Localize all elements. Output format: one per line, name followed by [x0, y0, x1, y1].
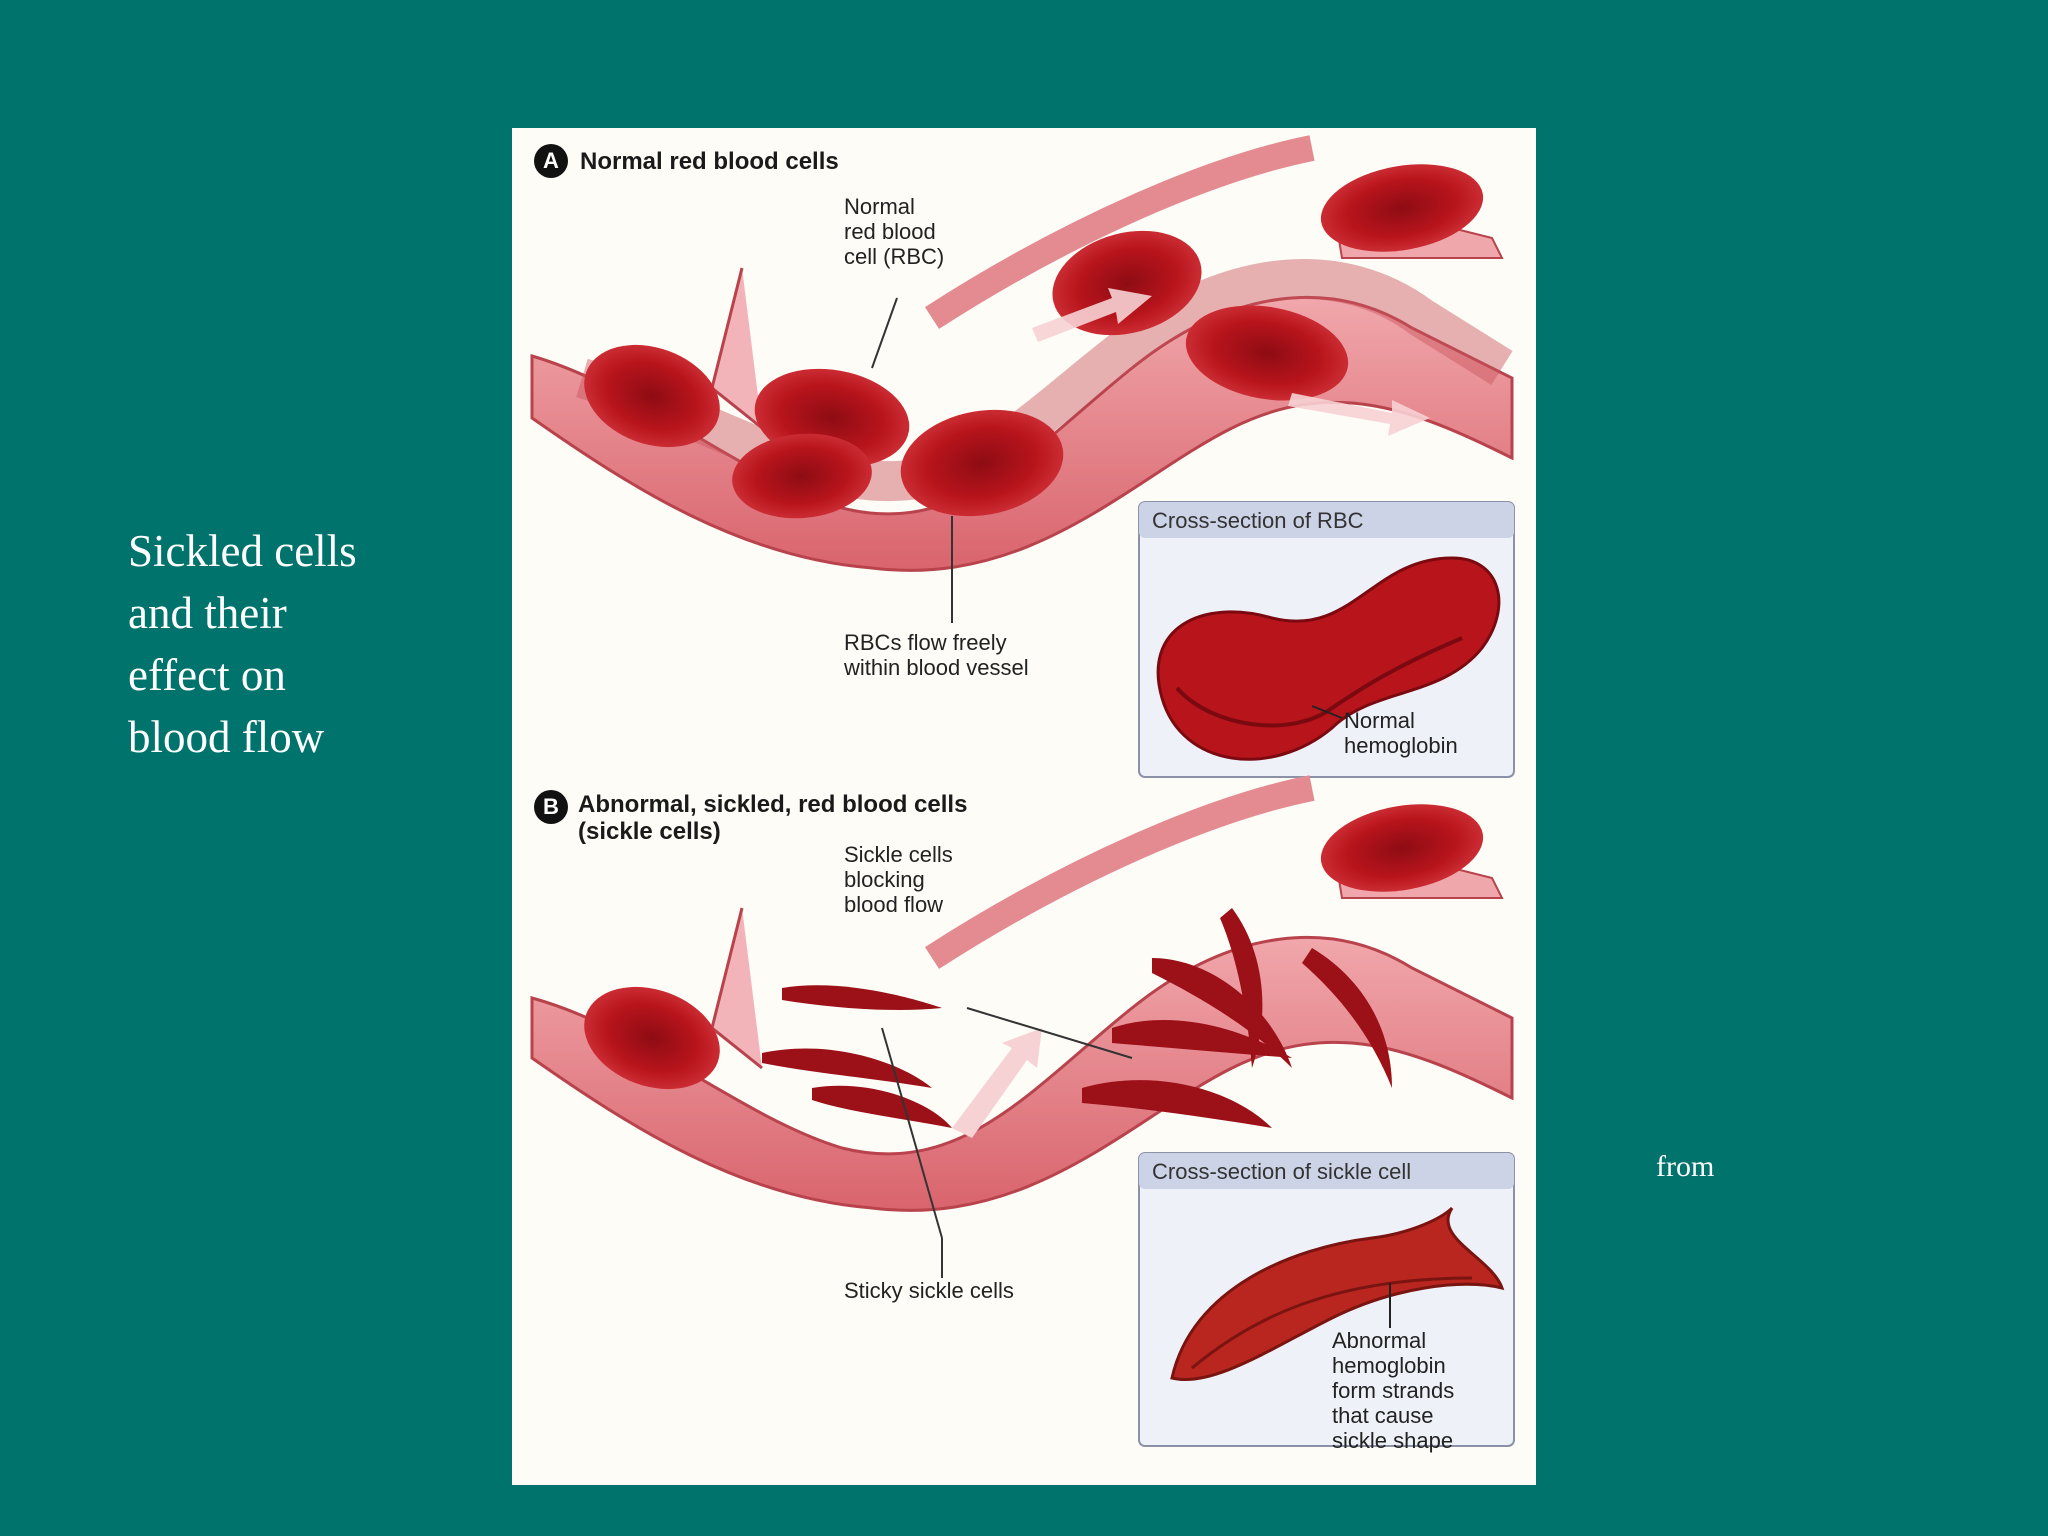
label-line: sickle shape: [1332, 1428, 1454, 1453]
flow-arrow: [1032, 288, 1152, 342]
leader-line: [881, 1027, 943, 1239]
label-line: RBCs flow freely: [844, 630, 1007, 655]
heading-line: Abnormal, sickled, red blood cells: [578, 791, 968, 818]
sickle-cell: [1082, 1080, 1272, 1128]
rbc-label: Normal red blood cell (RBC): [844, 194, 944, 269]
label-line: red blood: [844, 219, 936, 244]
sticky-sickle-label: Sticky sickle cells: [844, 1278, 1014, 1303]
rbc-cell: [900, 409, 1064, 517]
label-line: hemoglobin: [1344, 733, 1458, 758]
title-line: and their: [128, 588, 287, 638]
blocked-flow-arrow: [952, 1028, 1042, 1138]
title-line: effect on: [128, 650, 286, 700]
title-line: Sickled cells: [128, 526, 357, 576]
section-a-heading: Normal red blood cells: [580, 148, 839, 175]
sickle-cell-figure: A Normal red blood cells Normal red bloo…: [512, 128, 1536, 1485]
sickle-cell: [1152, 958, 1292, 1068]
slide-title: Sickled cells and their effect on blood …: [128, 520, 428, 768]
blocking-label: Sickle cells blocking blood flow: [844, 842, 953, 917]
heading-line: Normal red blood cells: [580, 148, 839, 175]
sickle-cross-section-inset: [1138, 1152, 1515, 1447]
figure-illustration: [530, 135, 1515, 1447]
flow-arrow: [1288, 393, 1430, 436]
sickle-inset-title: Cross-section of sickle cell: [1152, 1159, 1412, 1184]
label-line: Normal: [844, 194, 915, 219]
label-line: blood flow: [844, 892, 944, 917]
sickle-cell: [762, 1048, 932, 1088]
abnormal-hemoglobin-label: Abnormal hemoglobin form strands that ca…: [1332, 1328, 1454, 1453]
sickle-cell: [1220, 908, 1263, 1068]
rbc-inset-title: Cross-section of RBC: [1152, 508, 1364, 533]
rbc-cell: [1320, 804, 1484, 892]
rbc-cell: [584, 986, 720, 1090]
sickle-cell: [782, 985, 942, 1011]
source-note: from: [1656, 1150, 1715, 1183]
rbc-cell: [584, 344, 720, 448]
section-a-badge: A: [534, 144, 568, 178]
leader-line: [966, 1007, 1133, 1059]
rbc-cross-section-inset: [1138, 501, 1515, 778]
sickle-cell: [1302, 948, 1392, 1088]
label-line: hemoglobin: [1332, 1353, 1446, 1378]
label-line: Sickle cells: [844, 842, 953, 867]
sickle-cell: [1112, 1019, 1292, 1058]
rbc-cell: [732, 433, 872, 519]
label-line: Normal: [1344, 708, 1415, 733]
label-line: within blood vessel: [844, 655, 1029, 680]
rbc-cell: [1185, 305, 1349, 401]
label-line: that cause: [1332, 1403, 1434, 1428]
rbc-cell: [1320, 164, 1484, 252]
label-line: cell (RBC): [844, 244, 945, 269]
sickle-cell: [812, 1085, 952, 1128]
flow-label: RBCs flow freely within blood vessel: [844, 630, 1029, 680]
leader-line: [871, 297, 898, 369]
label-line: form strands: [1332, 1378, 1455, 1403]
section-b-heading: Abnormal, sickled, red blood cells (sick…: [578, 791, 967, 845]
section-b-badge: B: [534, 790, 568, 824]
title-line: blood flow: [128, 712, 325, 762]
label-line: blocking: [844, 867, 925, 892]
label-line: Abnormal: [1332, 1328, 1427, 1353]
heading-line: (sickle cells): [578, 818, 721, 845]
normal-hemoglobin-label: Normal hemoglobin: [1344, 708, 1458, 758]
